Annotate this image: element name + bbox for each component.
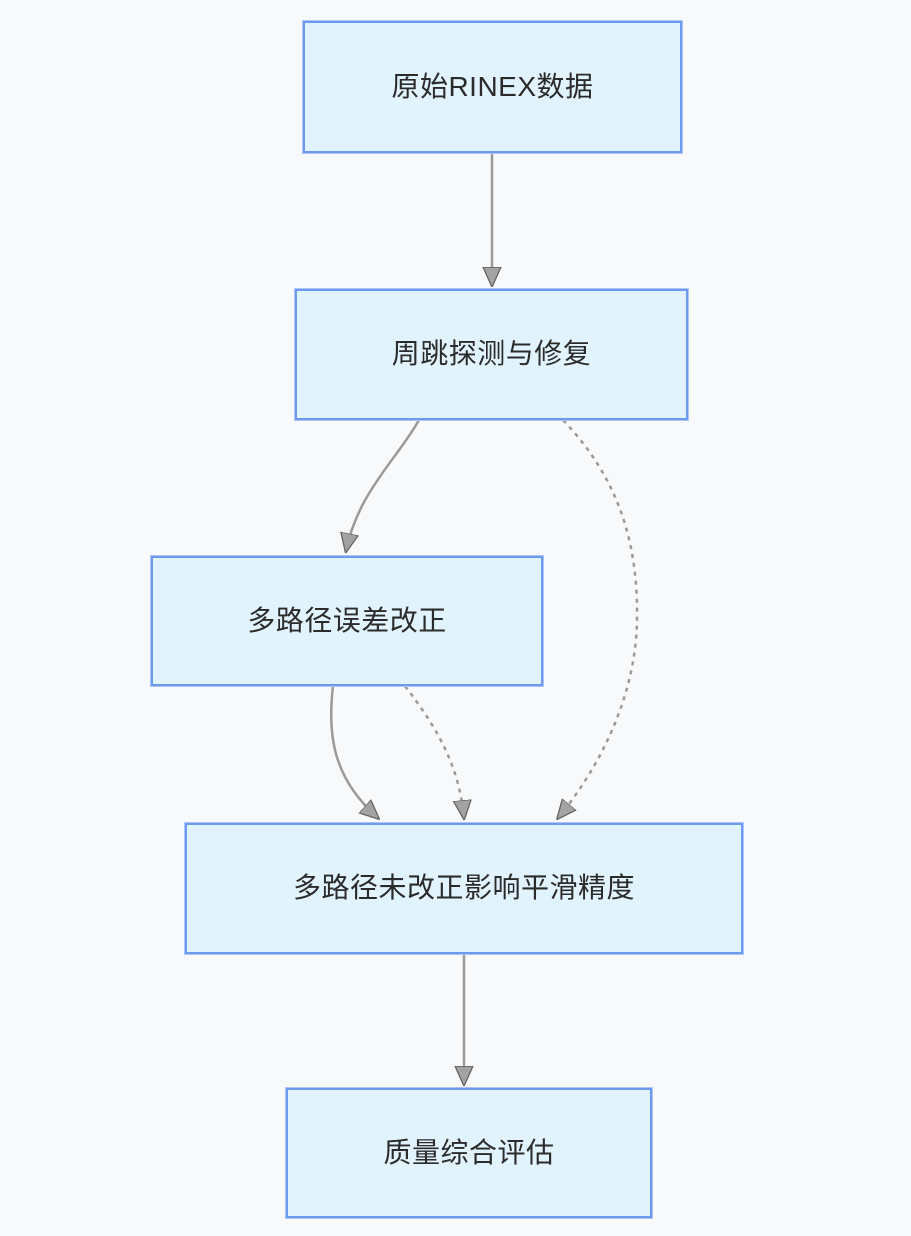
flow-node-raw-rinex-data: 原始RINEX数据 <box>303 21 682 153</box>
flow-node-label: 周跳探测与修复 <box>391 338 592 370</box>
flow-node-label: 多路径误差改正 <box>247 604 447 636</box>
flow-node-multipath-uncorrected-impact: 多路径未改正影响平滑精度 <box>185 823 743 954</box>
edge-multipath-correction-to-smoothing-impact-solid <box>329 685 378 818</box>
edge-cycle-slip-to-multipath-correction <box>346 419 421 551</box>
edge-multipath-correction-to-smoothing-impact-dashed <box>404 685 464 818</box>
flow-node-quality-assessment: 质量综合评估 <box>286 1088 652 1218</box>
flow-node-cycle-slip-detection-repair: 周跳探测与修复 <box>295 289 688 420</box>
flow-node-multipath-error-correction: 多路径误差改正 <box>151 556 543 686</box>
flow-node-label: 多路径未改正影响平滑精度 <box>292 872 635 904</box>
edge-cycle-slip-to-smoothing-impact-dashed <box>558 419 639 818</box>
flow-node-label: 原始RINEX数据 <box>391 70 594 102</box>
flow-node-label: 质量综合评估 <box>383 1136 555 1168</box>
